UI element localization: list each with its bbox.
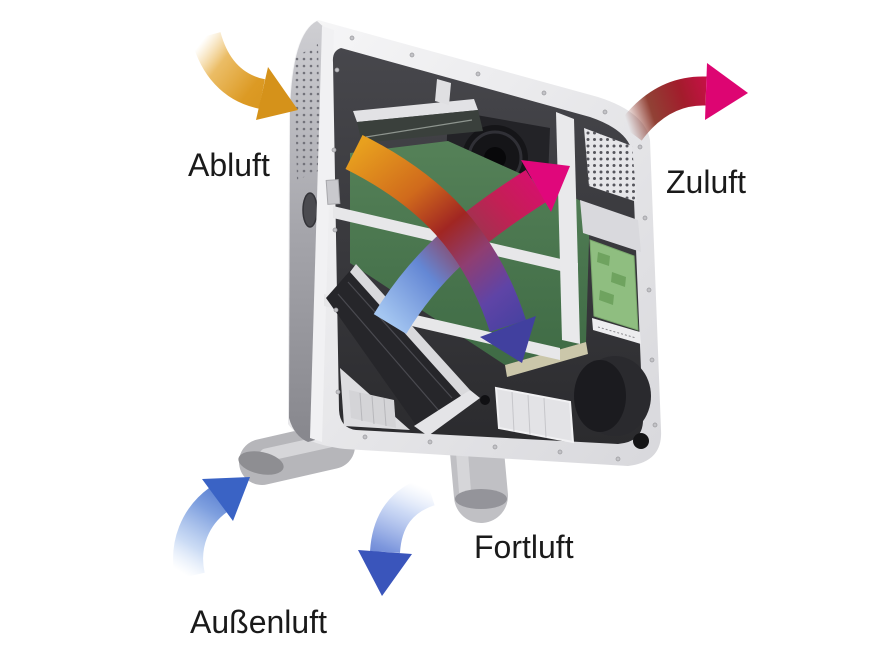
top-filter-cassette xyxy=(357,110,483,143)
pcb-block-3 xyxy=(599,290,614,305)
pcb-block-1 xyxy=(597,252,610,266)
front-frame-left-edge xyxy=(310,26,334,442)
terminal-strip xyxy=(592,318,641,344)
warm-to-exhaust-arrow xyxy=(345,135,536,363)
warm-to-exhaust-arrowhead xyxy=(480,316,536,363)
condensate-hole xyxy=(480,395,490,405)
grille-line-2 xyxy=(371,395,375,425)
door-latch xyxy=(325,179,341,205)
bottom-filter-edge xyxy=(350,264,470,397)
filter-line-2 xyxy=(527,394,531,436)
fresh-to-supply-arrow xyxy=(373,160,570,334)
fortluft-arrowhead xyxy=(358,550,412,596)
fortluft-duct-highlight xyxy=(456,446,471,498)
abluft-label: Abluft xyxy=(188,147,270,183)
bottom-filter-slat-2 xyxy=(337,293,441,413)
zuluft-label: Zuluft xyxy=(666,164,746,200)
aussenluft-label: Außenluft xyxy=(190,604,327,640)
inner-perforation-holes xyxy=(584,128,637,202)
bottom-filter-cassette xyxy=(326,264,470,428)
bottom-filter-slat-1 xyxy=(347,281,453,399)
grille-line-3 xyxy=(383,397,387,427)
fortluft-label: Fortluft xyxy=(474,529,574,565)
bottom-filter-frame xyxy=(414,390,480,436)
aussenluft-arrow xyxy=(173,477,250,580)
crossflow-arrows xyxy=(345,135,570,363)
aussenluft-arrowhead xyxy=(202,477,250,521)
bottom-center-filter xyxy=(494,386,575,444)
filter-line-1 xyxy=(511,391,515,433)
corner-port-hole xyxy=(633,433,649,449)
abluft-arrow xyxy=(191,31,298,120)
fortluft-duct-opening xyxy=(455,489,507,509)
pcb-block-2 xyxy=(611,272,626,287)
support-bracket xyxy=(435,79,451,105)
extract-fan-face xyxy=(574,360,626,432)
abluft-arrowhead xyxy=(256,67,298,120)
terminal-marks xyxy=(597,326,637,339)
side-handle-knob xyxy=(302,192,318,228)
side-perforation-grille xyxy=(294,44,321,180)
top-filter-frame xyxy=(353,99,478,122)
zuluft-arrowhead xyxy=(705,63,748,120)
fortluft-arrow xyxy=(358,476,436,596)
aussenluft-duct-opening xyxy=(238,451,284,475)
casing-screws xyxy=(331,35,658,462)
grille-line-1 xyxy=(359,392,363,422)
exchanger-bottom-face xyxy=(505,342,588,377)
electronics-cover xyxy=(580,200,641,252)
filter-line-3 xyxy=(543,397,547,439)
fresh-to-supply-arrowhead xyxy=(521,160,570,212)
top-filter-slat-line xyxy=(365,119,473,138)
zuluft-arrow xyxy=(618,63,748,141)
fortluft-duct xyxy=(450,425,508,523)
